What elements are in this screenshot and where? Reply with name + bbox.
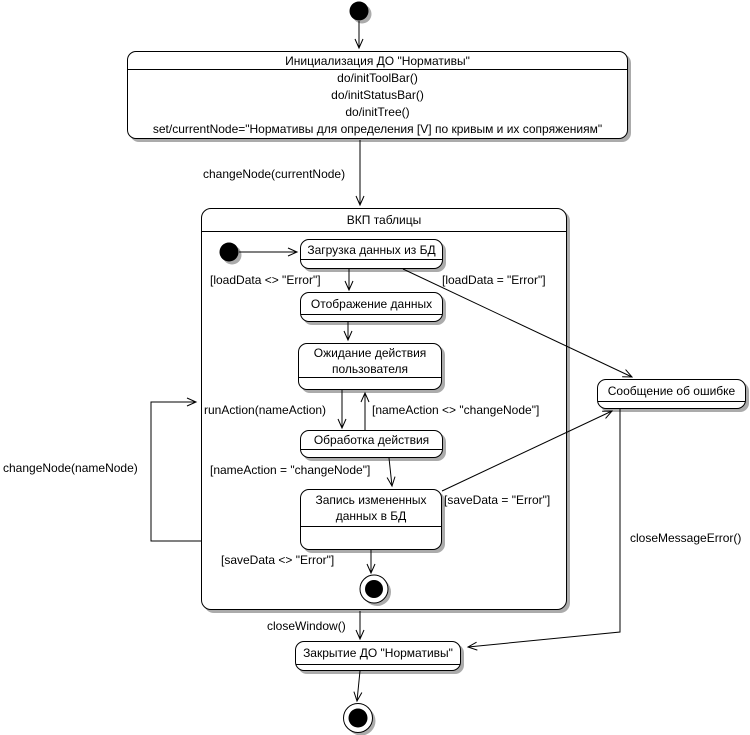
state-close-do-body <box>296 665 460 670</box>
state-close-do: Закрытие ДО "Нормативы" <box>295 641 461 671</box>
state-action-init-tree: do/initTree() <box>345 105 410 119</box>
state-error-message-label: Сообщение об ошибке <box>598 380 745 402</box>
transition-close-to-final <box>353 670 363 703</box>
final-state-icon <box>343 703 376 735</box>
state-save-data: Запись измененных данных в БД <box>300 489 442 550</box>
state-process-action-label: Обработка действия <box>301 431 442 450</box>
state-process-action: Обработка действия <box>300 430 443 458</box>
state-wait-user-action: Ожидание действия пользователя <box>298 343 442 390</box>
transition-composite-self-loop <box>150 397 201 542</box>
transition-label-save-ok: [saveData <> "Error"] <box>221 553 335 567</box>
initial-state-icon <box>349 1 372 24</box>
transition-label-name-action-neq: [nameAction <> "changeNode"] <box>372 403 540 417</box>
state-initialization-title: Инициализация ДО "Нормативы" <box>128 52 627 70</box>
state-save-data-label: Запись измененных данных в БД <box>301 490 441 527</box>
state-display-data-body <box>301 315 442 321</box>
state-load-data-body <box>301 260 442 268</box>
transition-label-name-action-eq: [nameAction = "changeNode"] <box>210 463 371 477</box>
state-process-action-body <box>301 450 442 457</box>
composite-state-title: ВКП таблицы <box>202 209 566 232</box>
state-wait-user-action-body <box>299 378 441 389</box>
transition-label-load-ok: [loadData <> "Error"] <box>210 273 321 287</box>
transition-label-change-node-name: changeNode(nameNode) <box>3 461 138 475</box>
state-save-data-body <box>301 527 441 549</box>
state-action-init-statusbar: do/initStatusBar() <box>331 88 424 102</box>
transition-label-run-action: runAction(nameAction) <box>204 403 327 417</box>
state-display-data: Отображение данных <box>300 292 443 322</box>
transition-label-save-error: [saveData = "Error"] <box>444 493 551 507</box>
state-error-message: Сообщение об ошибке <box>597 379 746 409</box>
state-error-message-body <box>598 402 745 408</box>
state-initialization: Инициализация ДО "Нормативы" do/initTool… <box>127 51 628 139</box>
state-load-data-label: Загрузка данных из БД <box>301 240 442 260</box>
state-close-do-label: Закрытие ДО "Нормативы" <box>296 642 460 665</box>
transition-label-load-error: [loadData = "Error"] <box>442 273 546 287</box>
transition-label-change-node-current: changeNode(currentNode) <box>203 167 346 181</box>
state-load-data: Загрузка данных из БД <box>300 239 443 269</box>
state-wait-user-action-label: Ожидание действия пользователя <box>299 344 441 378</box>
transition-label-close-message-error: closeMessageError() <box>630 531 742 545</box>
state-action-set-current-node: set/currentNode="Нормативы для определен… <box>152 122 603 136</box>
transition-label-close-window: closeWindow() <box>267 619 346 633</box>
state-display-data-label: Отображение данных <box>301 293 442 315</box>
state-action-init-toolbar: do/initToolBar() <box>337 71 418 85</box>
